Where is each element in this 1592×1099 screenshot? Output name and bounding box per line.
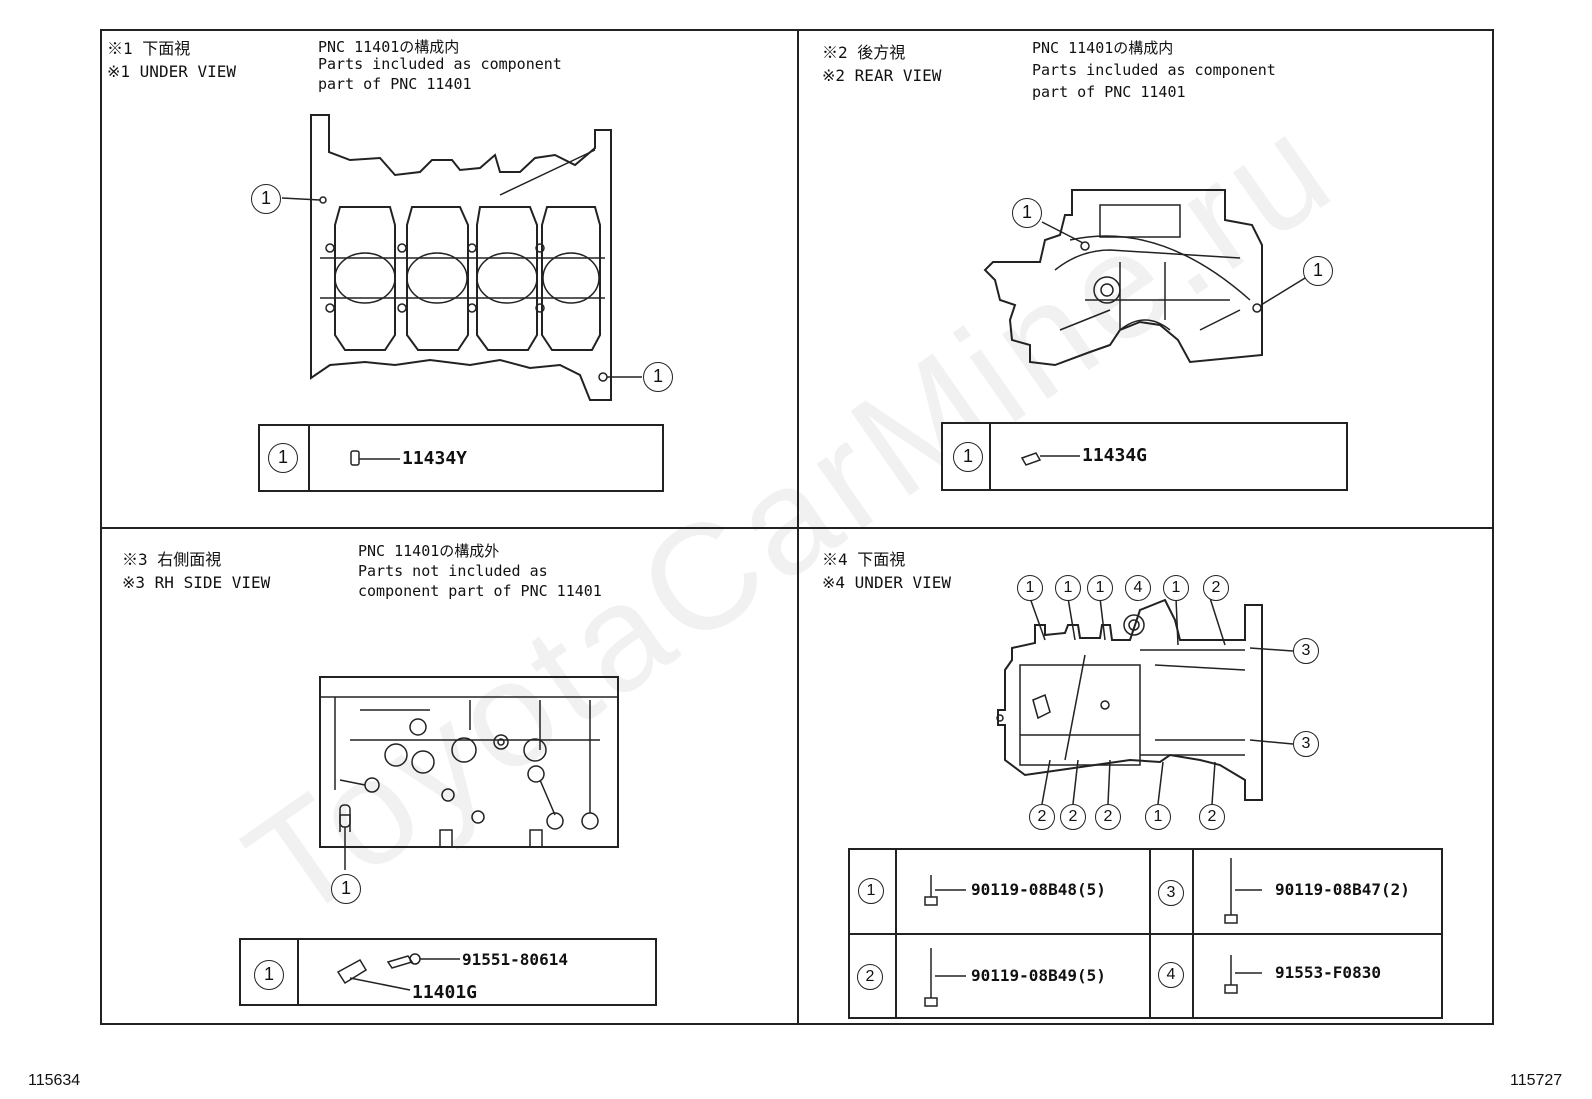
panel1-bores — [320, 206, 605, 351]
panel1-parts-table-box — [258, 424, 664, 492]
bolt-icon-1 — [924, 875, 966, 906]
panel4-callout-right: 3 — [1293, 638, 1319, 664]
panel4-view-en: ※4 UNDER VIEW — [822, 573, 951, 592]
panel3-part-number-b: 11401G — [412, 982, 478, 1003]
bolt-icon-4 — [1224, 955, 1262, 994]
panel3-parts-table-box — [239, 938, 657, 1006]
panel4-table-num: 1 — [858, 878, 884, 904]
panel4-callout-top: 4 — [1125, 575, 1151, 601]
panel2-part-number: 11434G — [1082, 445, 1148, 466]
panel1-callout: 1 — [251, 184, 281, 214]
panel1-note2: Parts included as component — [318, 55, 562, 73]
panel1-block-drawing — [281, 114, 642, 401]
panel3-note1: PNC 11401の構成外 — [358, 542, 500, 560]
panel3-callout: 1 — [331, 874, 361, 904]
panel4-callout-bottom: 2 — [1060, 804, 1086, 830]
panel4-part-number: 91553-F0830 — [1275, 963, 1381, 982]
panel2-callout: 1 — [1012, 198, 1042, 228]
panel4-callout-right: 3 — [1293, 731, 1319, 757]
bolt-icon-2 — [924, 948, 966, 1007]
panel3-side-drawing — [319, 676, 619, 870]
panel4-callout-top: 1 — [1163, 575, 1189, 601]
panel3-view-jp: ※3 右側面視 — [122, 550, 222, 569]
panel2-rear-drawing — [983, 189, 1311, 367]
panel2-callout: 1 — [1303, 256, 1333, 286]
panel1-view-en: ※1 UNDER VIEW — [107, 62, 236, 81]
panel2-view-jp: ※2 後方視 — [822, 43, 906, 62]
panel4-callout-top: 2 — [1203, 575, 1229, 601]
panel4-part-number: 90119-08B47(2) — [1275, 880, 1410, 899]
panel3-table-num: 1 — [254, 960, 284, 990]
panel4-table-num: 4 — [1158, 962, 1184, 988]
panel1-callout: 1 — [643, 362, 673, 392]
panel4-callout-bottom: 2 — [1199, 804, 1225, 830]
panel4-part-number: 90119-08B48(5) — [971, 880, 1106, 899]
panel4-callout-top: 1 — [1055, 575, 1081, 601]
horizontal-divider — [100, 527, 1494, 529]
panel4-view-jp: ※4 下面視 — [822, 550, 906, 569]
panel2-note1: PNC 11401の構成内 — [1032, 39, 1174, 57]
panel4-table-num: 3 — [1158, 880, 1184, 906]
bolt-icon-3 — [1224, 858, 1262, 924]
panel4-part-number: 90119-08B49(5) — [971, 966, 1106, 985]
panel2-parts-table-box — [941, 422, 1348, 491]
panel1-view-jp: ※1 下面視 — [107, 39, 191, 58]
panel2-view-en: ※2 REAR VIEW — [822, 66, 942, 85]
panel4-table-num: 2 — [857, 964, 883, 990]
panel3-view-en: ※3 RH SIDE VIEW — [122, 573, 271, 592]
panel4-callout-top: 1 — [1017, 575, 1043, 601]
panel3-part-number-a: 91551-80614 — [462, 950, 568, 969]
panel2-table-num: 1 — [953, 442, 983, 472]
panel4-underside-drawing — [996, 598, 1263, 801]
panel4-callout-bottom: 1 — [1145, 804, 1171, 830]
panel3-note3: component part of PNC 11401 — [358, 582, 602, 600]
panel3-note2: Parts not included as — [358, 562, 548, 580]
panel1-part-number: 11434Y — [402, 448, 468, 469]
panel1-note3: part of PNC 11401 — [318, 75, 472, 93]
footer-right-code: 115727 — [1510, 1072, 1563, 1089]
panel2-note2: Parts included as component — [1032, 61, 1276, 79]
footer-left-code: 115634 — [28, 1072, 81, 1089]
panel2-note3: part of PNC 11401 — [1032, 83, 1186, 101]
panel4-callout-bottom: 2 — [1029, 804, 1055, 830]
panel1-note1: PNC 11401の構成内 — [318, 38, 460, 56]
panel4-callout-bottom: 2 — [1095, 804, 1121, 830]
panel4-callout-top: 1 — [1087, 575, 1113, 601]
panel1-table-num: 1 — [268, 443, 298, 473]
